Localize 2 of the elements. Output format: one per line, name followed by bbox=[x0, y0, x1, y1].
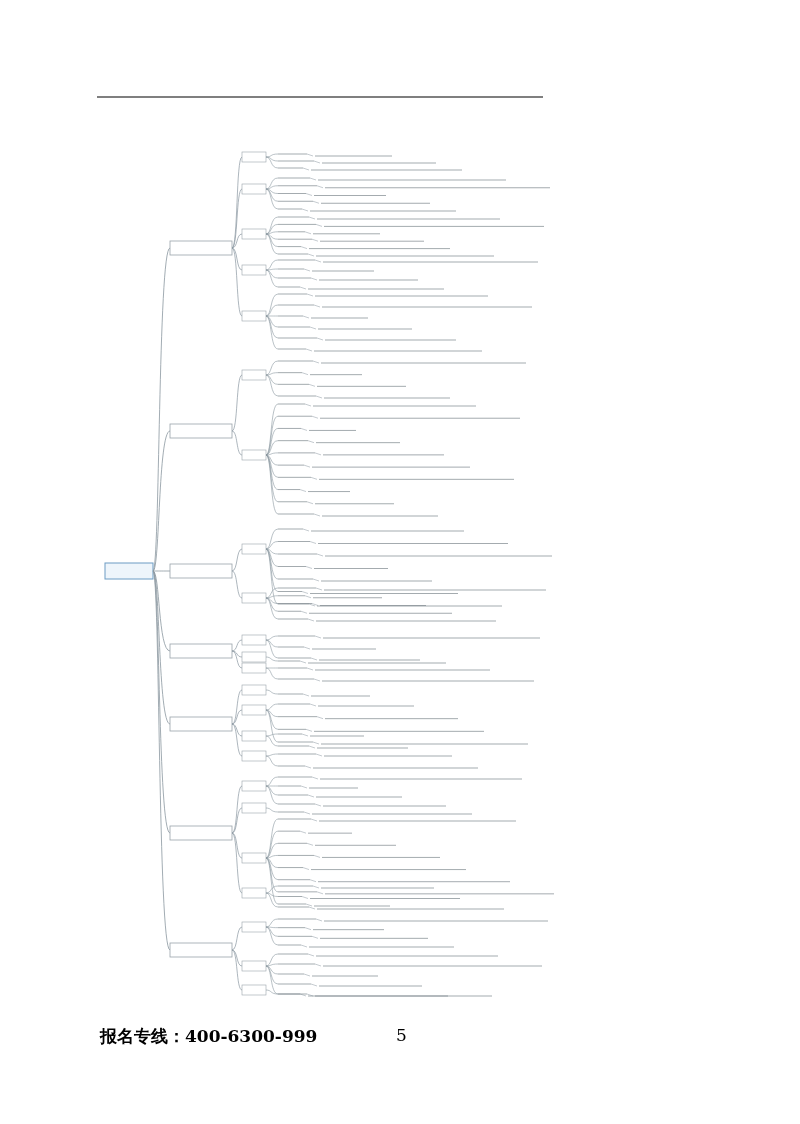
page-number: 5 bbox=[396, 1025, 407, 1045]
footer-hotline: 报名专线：400-6300-999 bbox=[100, 1025, 318, 1048]
